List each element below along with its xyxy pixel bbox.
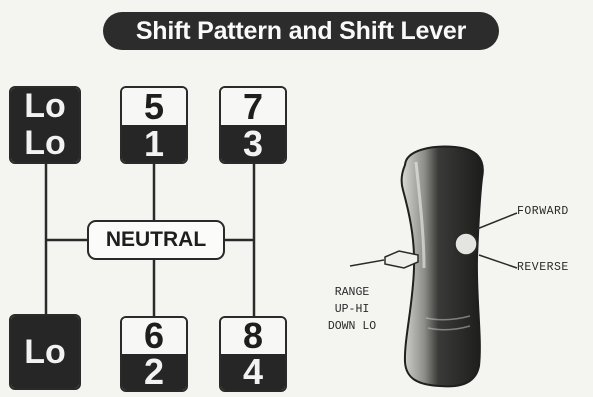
range-label-line: UP-HI xyxy=(334,303,370,316)
range-label-line: RANGE xyxy=(334,286,370,299)
reverse-label: REVERSE xyxy=(517,261,569,274)
gate-8-4: 8 4 xyxy=(219,316,287,392)
gate-lo: Lo xyxy=(9,314,81,390)
gate-top-label: 5 xyxy=(122,88,186,127)
gate-bottom-label: 4 xyxy=(221,351,285,390)
gate-7-3: 7 3 xyxy=(219,86,287,164)
forward-leader xyxy=(476,212,518,230)
diagram-title: Shift Pattern and Shift Lever xyxy=(135,16,467,45)
neutral-box: NEUTRAL xyxy=(87,220,225,260)
neutral-label: NEUTRAL xyxy=(105,228,207,251)
range-label-line: DOWN LO xyxy=(327,320,377,333)
knob-highlight xyxy=(414,161,426,269)
gate-top-label: Lo xyxy=(11,88,79,125)
gate-bottom-label: 2 xyxy=(122,351,186,390)
gate-top-label: Lo xyxy=(11,316,79,388)
reverse-leader xyxy=(478,254,518,269)
gate-6-2: 6 2 xyxy=(120,316,188,392)
gate-top-label: 7 xyxy=(221,88,285,127)
range-leader xyxy=(349,259,385,267)
range-selector-tab xyxy=(384,250,419,269)
lever-knob xyxy=(400,145,484,388)
forward-label: FORWARD xyxy=(517,205,569,218)
gate-bottom-label: Lo xyxy=(11,124,79,162)
gate-5-1: 5 1 xyxy=(120,86,188,164)
gate-top-label: 8 xyxy=(221,318,285,356)
grip-line xyxy=(427,325,471,331)
forward-reverse-button xyxy=(454,232,478,256)
gate-lo-lo: Lo Lo xyxy=(9,86,81,164)
gate-bottom-label: 3 xyxy=(221,123,285,162)
grip-line xyxy=(425,315,471,321)
range-label: RANGE UP-HI DOWN LO xyxy=(304,284,400,335)
title-banner: Shift Pattern and Shift Lever xyxy=(103,12,499,50)
gate-bottom-label: 1 xyxy=(122,123,186,162)
gate-top-label: 6 xyxy=(122,318,186,356)
